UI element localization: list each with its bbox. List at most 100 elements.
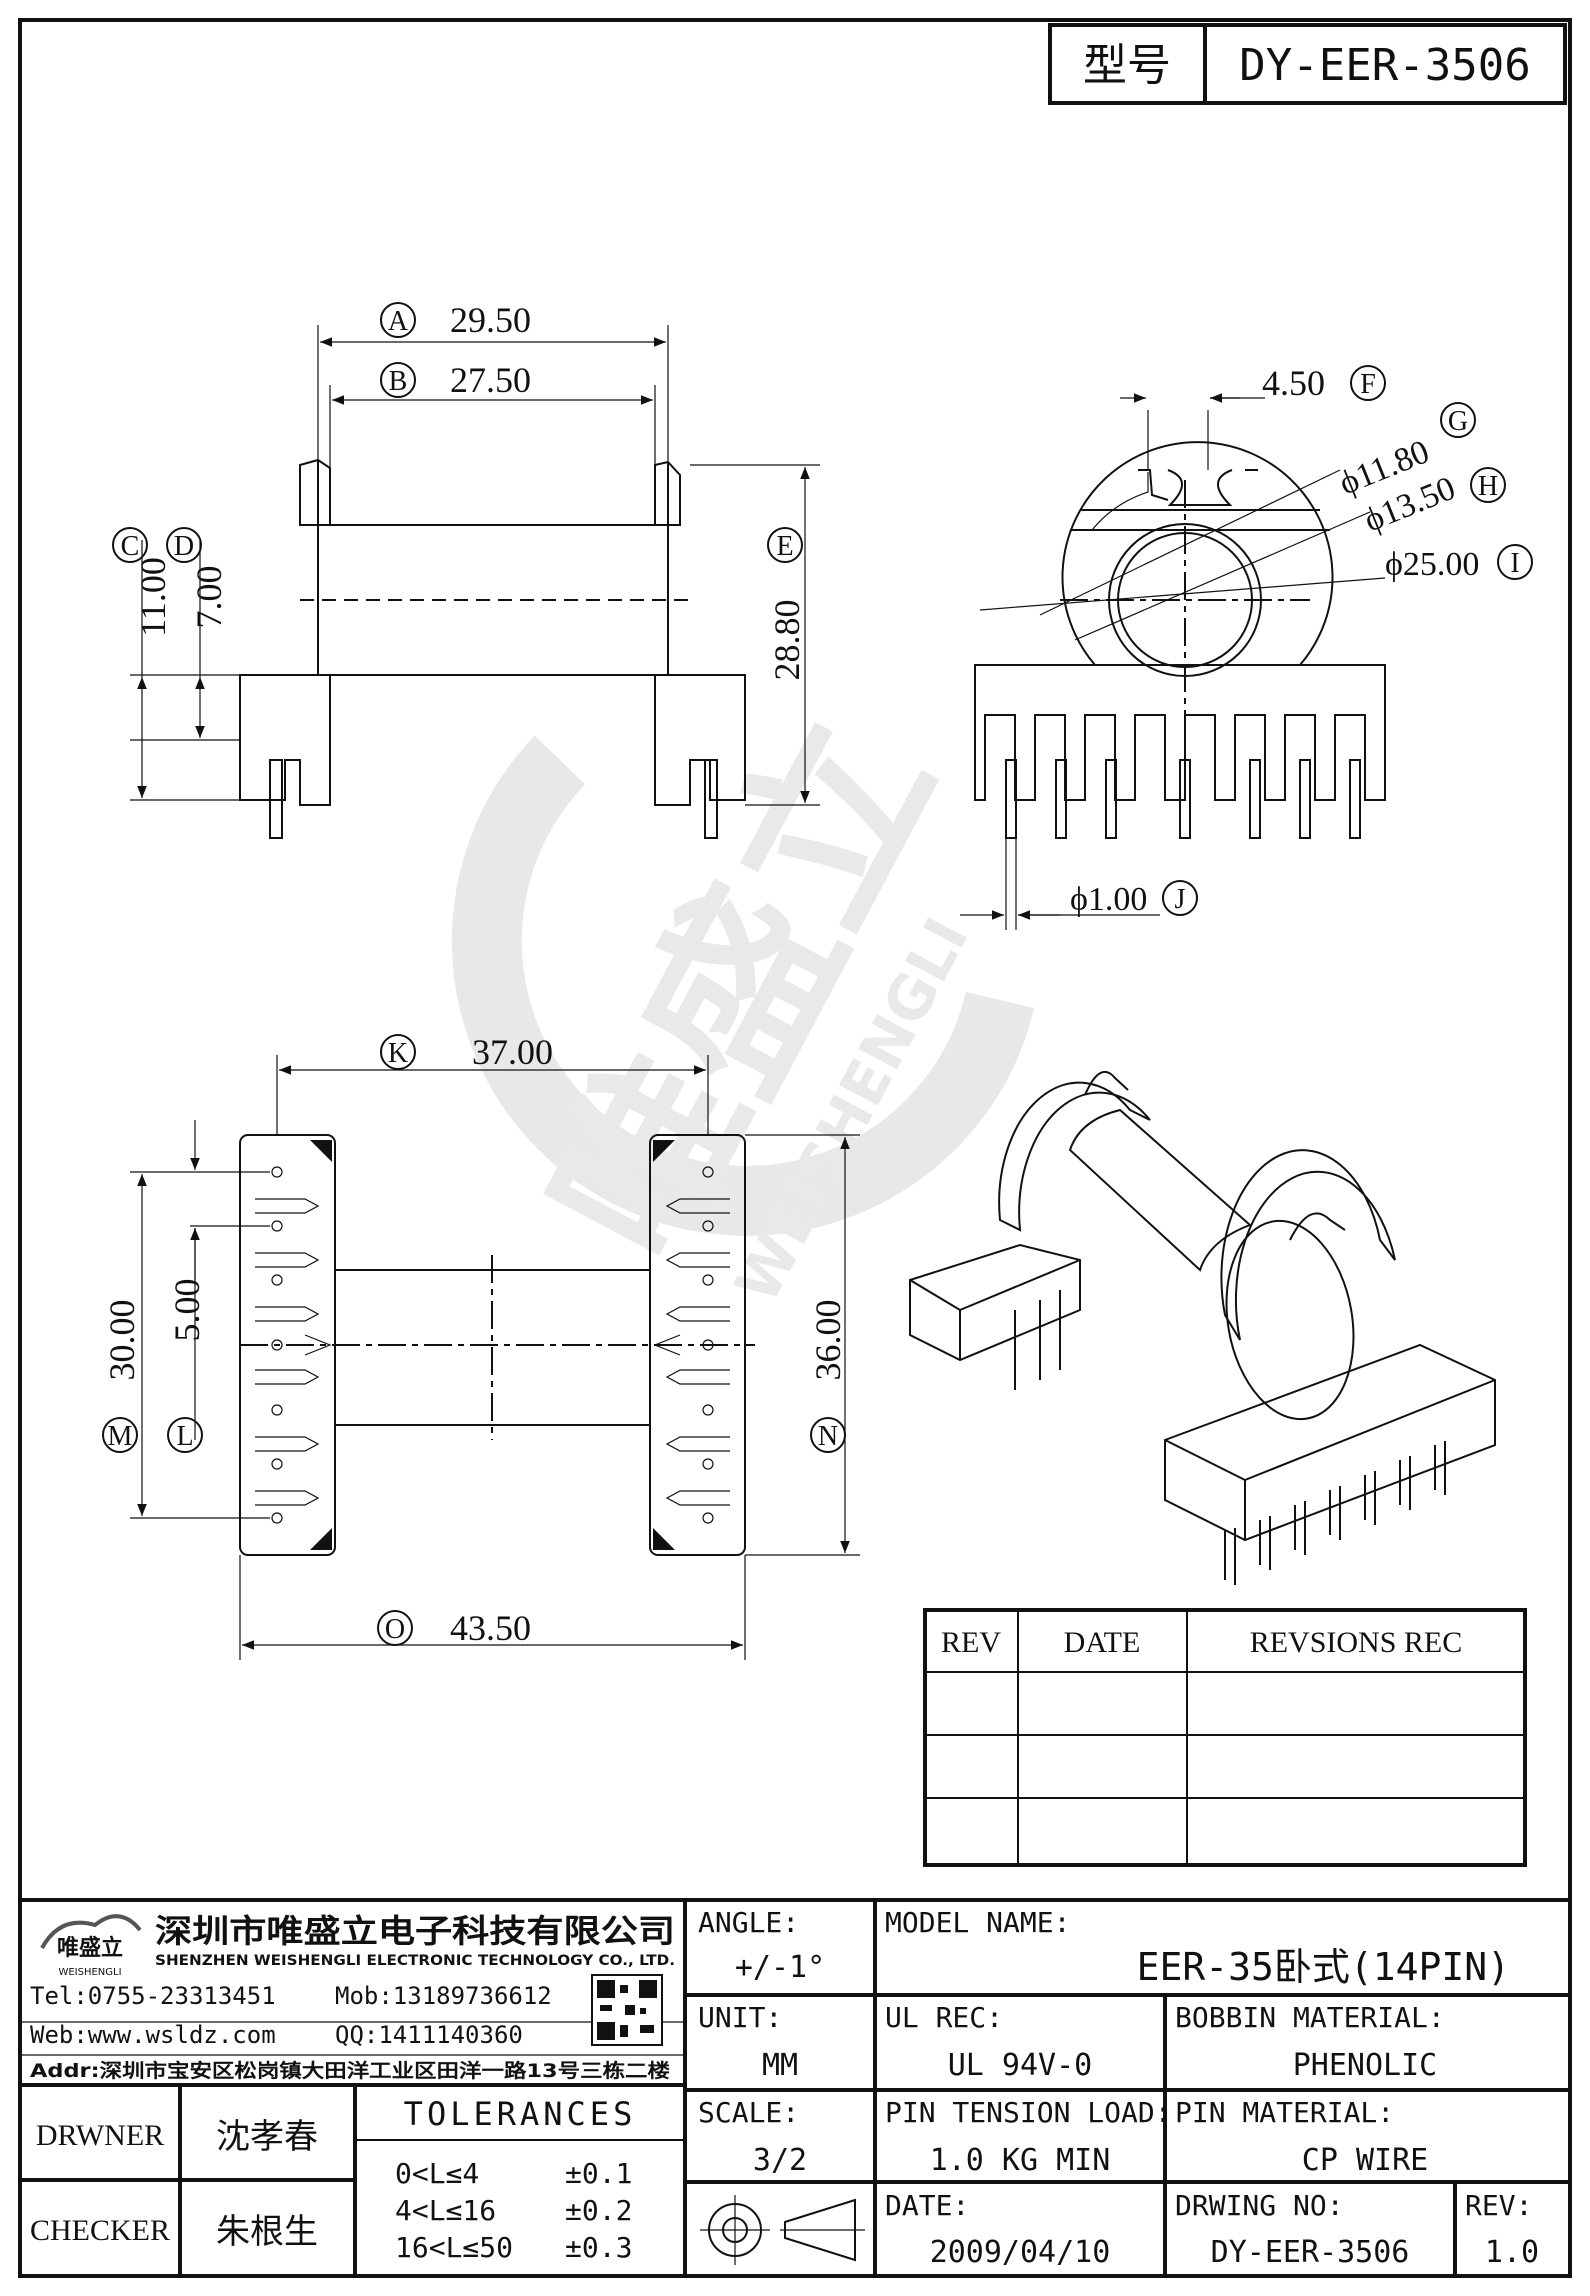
- rev-label: REV:: [1465, 2189, 1532, 2222]
- end-view: [960, 393, 1386, 930]
- dim-m-letter: M: [108, 1421, 133, 1452]
- dim-o: O 43.50: [377, 1608, 531, 1648]
- scale-label: SCALE:: [698, 2096, 799, 2129]
- unit-label: UNIT:: [698, 2001, 782, 2034]
- model-name-value: EER-35卧式(14PIN): [1137, 1945, 1510, 1989]
- company-web: Web:www.wsldz.com: [30, 2021, 276, 2049]
- drwing-no-value: DY-EER-3506: [1211, 2235, 1410, 2270]
- dim-i-value: ϕ25.00: [1385, 546, 1479, 583]
- company-mob: Mob:13189736612: [335, 1982, 552, 2010]
- checker-value: 朱根生: [216, 2212, 318, 2252]
- top-view: [130, 1055, 860, 1660]
- pin-material-value: CP WIRE: [1302, 2143, 1428, 2178]
- dim-l-letter: L: [176, 1421, 193, 1452]
- scale-value: 3/2: [753, 2143, 807, 2178]
- dim-g-letter: G: [1448, 406, 1468, 437]
- pin-tension-label: PIN TENSION LOAD:: [885, 2096, 1172, 2129]
- ul-rec-value: UL 94V-0: [948, 2048, 1093, 2083]
- dim-e-value: 28.80: [767, 600, 807, 681]
- dim-n: N 36.00: [808, 1300, 848, 1453]
- date-header: DATE: [1064, 1626, 1141, 1659]
- dim-f-letter: F: [1360, 369, 1376, 400]
- model-name-label: MODEL NAME:: [885, 1906, 1070, 1939]
- drawing-frame: [18, 18, 1572, 2278]
- dim-b: B 27.50: [380, 360, 531, 400]
- dim-m-value: 30.00: [102, 1300, 142, 1381]
- unit-value: MM: [762, 2048, 798, 2083]
- rev-value: 1.0: [1485, 2235, 1539, 2270]
- ul-rec-label: UL REC:: [885, 2001, 1003, 2034]
- dim-i: ϕ25.00 I: [1385, 544, 1533, 583]
- dim-d-value: 7.00: [189, 566, 229, 629]
- tolerance-value-2: ±0.2: [565, 2194, 632, 2227]
- dim-b-value: 27.50: [450, 360, 531, 400]
- company-name-en: SHENZHEN WEISHENGLI ELECTRONIC TECHNOLOG…: [155, 1953, 675, 1969]
- bobbin-material-label: BOBBIN MATERIAL:: [1175, 2001, 1445, 2034]
- dim-k-value: 37.00: [472, 1032, 553, 1072]
- dim-k-letter: K: [388, 1038, 408, 1069]
- tolerance-range-2: 4<L≤16: [395, 2194, 496, 2227]
- tolerance-value-3: ±0.3: [565, 2231, 632, 2264]
- drwner-value: 沈孝春: [216, 2117, 318, 2157]
- drwing-no-label: DRWING NO:: [1175, 2189, 1344, 2222]
- side-view: [130, 325, 820, 839]
- dim-m: M 30.00: [102, 1300, 142, 1453]
- dim-h-letter: H: [1478, 471, 1498, 502]
- tolerances-label: TOLERANCES: [404, 2095, 637, 2133]
- angle-value: +/-1°: [735, 1950, 825, 1985]
- dim-c: C 11.00: [112, 527, 173, 637]
- checker-label: CHECKER: [30, 2214, 170, 2247]
- dim-d-letter: D: [174, 531, 194, 562]
- dim-b-letter: B: [389, 366, 408, 397]
- projection-symbol-icon: [700, 2195, 865, 2265]
- dim-o-value: 43.50: [450, 1608, 531, 1648]
- model-label: 型号: [1083, 40, 1171, 91]
- company-addr: Addr:深圳市宝安区松岗镇大田洋工业区田洋一路13号三栋二楼: [30, 2059, 670, 2082]
- dim-e-letter: E: [776, 531, 793, 562]
- dim-a-letter: A: [388, 306, 409, 337]
- qr-code-icon: [591, 1974, 663, 2046]
- dim-c-value: 11.00: [133, 557, 173, 637]
- model-header: 型号 DY-EER-3506: [1048, 23, 1567, 105]
- dim-f: 4.50 F: [1262, 363, 1386, 403]
- tolerance-range-1: 0<L≤4: [395, 2157, 479, 2190]
- company-qq: QQ:1411140360: [335, 2021, 523, 2049]
- pin-tension-value: 1.0 KG MIN: [930, 2143, 1111, 2178]
- dim-k: K 37.00: [380, 1032, 553, 1072]
- dim-f-value: 4.50: [1262, 363, 1325, 403]
- dim-e: E 28.80: [767, 527, 807, 681]
- dim-j: ϕ1.00 J: [1070, 880, 1198, 918]
- drwner-label: DRWNER: [36, 2119, 164, 2152]
- dim-i-letter: I: [1510, 548, 1519, 579]
- dim-a: A 29.50: [380, 300, 531, 340]
- date-label: DATE:: [885, 2189, 969, 2222]
- company-logo: 唯盛立 WEISHENGLI: [40, 1914, 142, 1978]
- date-value: 2009/04/10: [930, 2235, 1111, 2270]
- dim-o-letter: O: [385, 1614, 405, 1645]
- dim-a-value: 29.50: [450, 300, 531, 340]
- bobbin-material-value: PHENOLIC: [1293, 2048, 1438, 2083]
- dim-n-letter: N: [818, 1421, 838, 1452]
- model-value: DY-EER-3506: [1239, 40, 1530, 91]
- logo-sub: WEISHENGLI: [58, 1967, 121, 1978]
- dim-d: D 7.00: [166, 527, 229, 629]
- tolerance-range-3: 16<L≤50: [395, 2231, 513, 2264]
- dim-j-value: ϕ1.00: [1070, 881, 1147, 918]
- dim-l-value: 5.00: [167, 1279, 207, 1342]
- dim-l: L 5.00: [167, 1279, 207, 1453]
- revision-table: REV DATE REVSIONS REC: [923, 1608, 1527, 1867]
- isometric-view: [909, 1070, 1496, 1585]
- dim-c-letter: C: [121, 531, 140, 562]
- tolerance-value-1: ±0.1: [565, 2157, 632, 2190]
- angle-label: ANGLE:: [698, 1906, 799, 1939]
- company-name-cn: 深圳市唯盛立电子科技有限公司: [155, 1912, 675, 1950]
- dim-j-letter: J: [1175, 884, 1186, 915]
- company-tel: Tel:0755-23313451: [30, 1982, 276, 2010]
- rev-header: REV: [941, 1626, 1001, 1659]
- dim-n-value: 36.00: [808, 1300, 848, 1381]
- title-block: 唯盛立 WEISHENGLI 深圳市唯盛立电子科技有限公司 SHENZHEN W…: [20, 1898, 1570, 2276]
- pin-material-label: PIN MATERIAL:: [1175, 2096, 1394, 2129]
- watermark: 唯盛立 WEISHENGLI: [451, 686, 1035, 1314]
- logo-text: 唯盛立: [57, 1935, 123, 1961]
